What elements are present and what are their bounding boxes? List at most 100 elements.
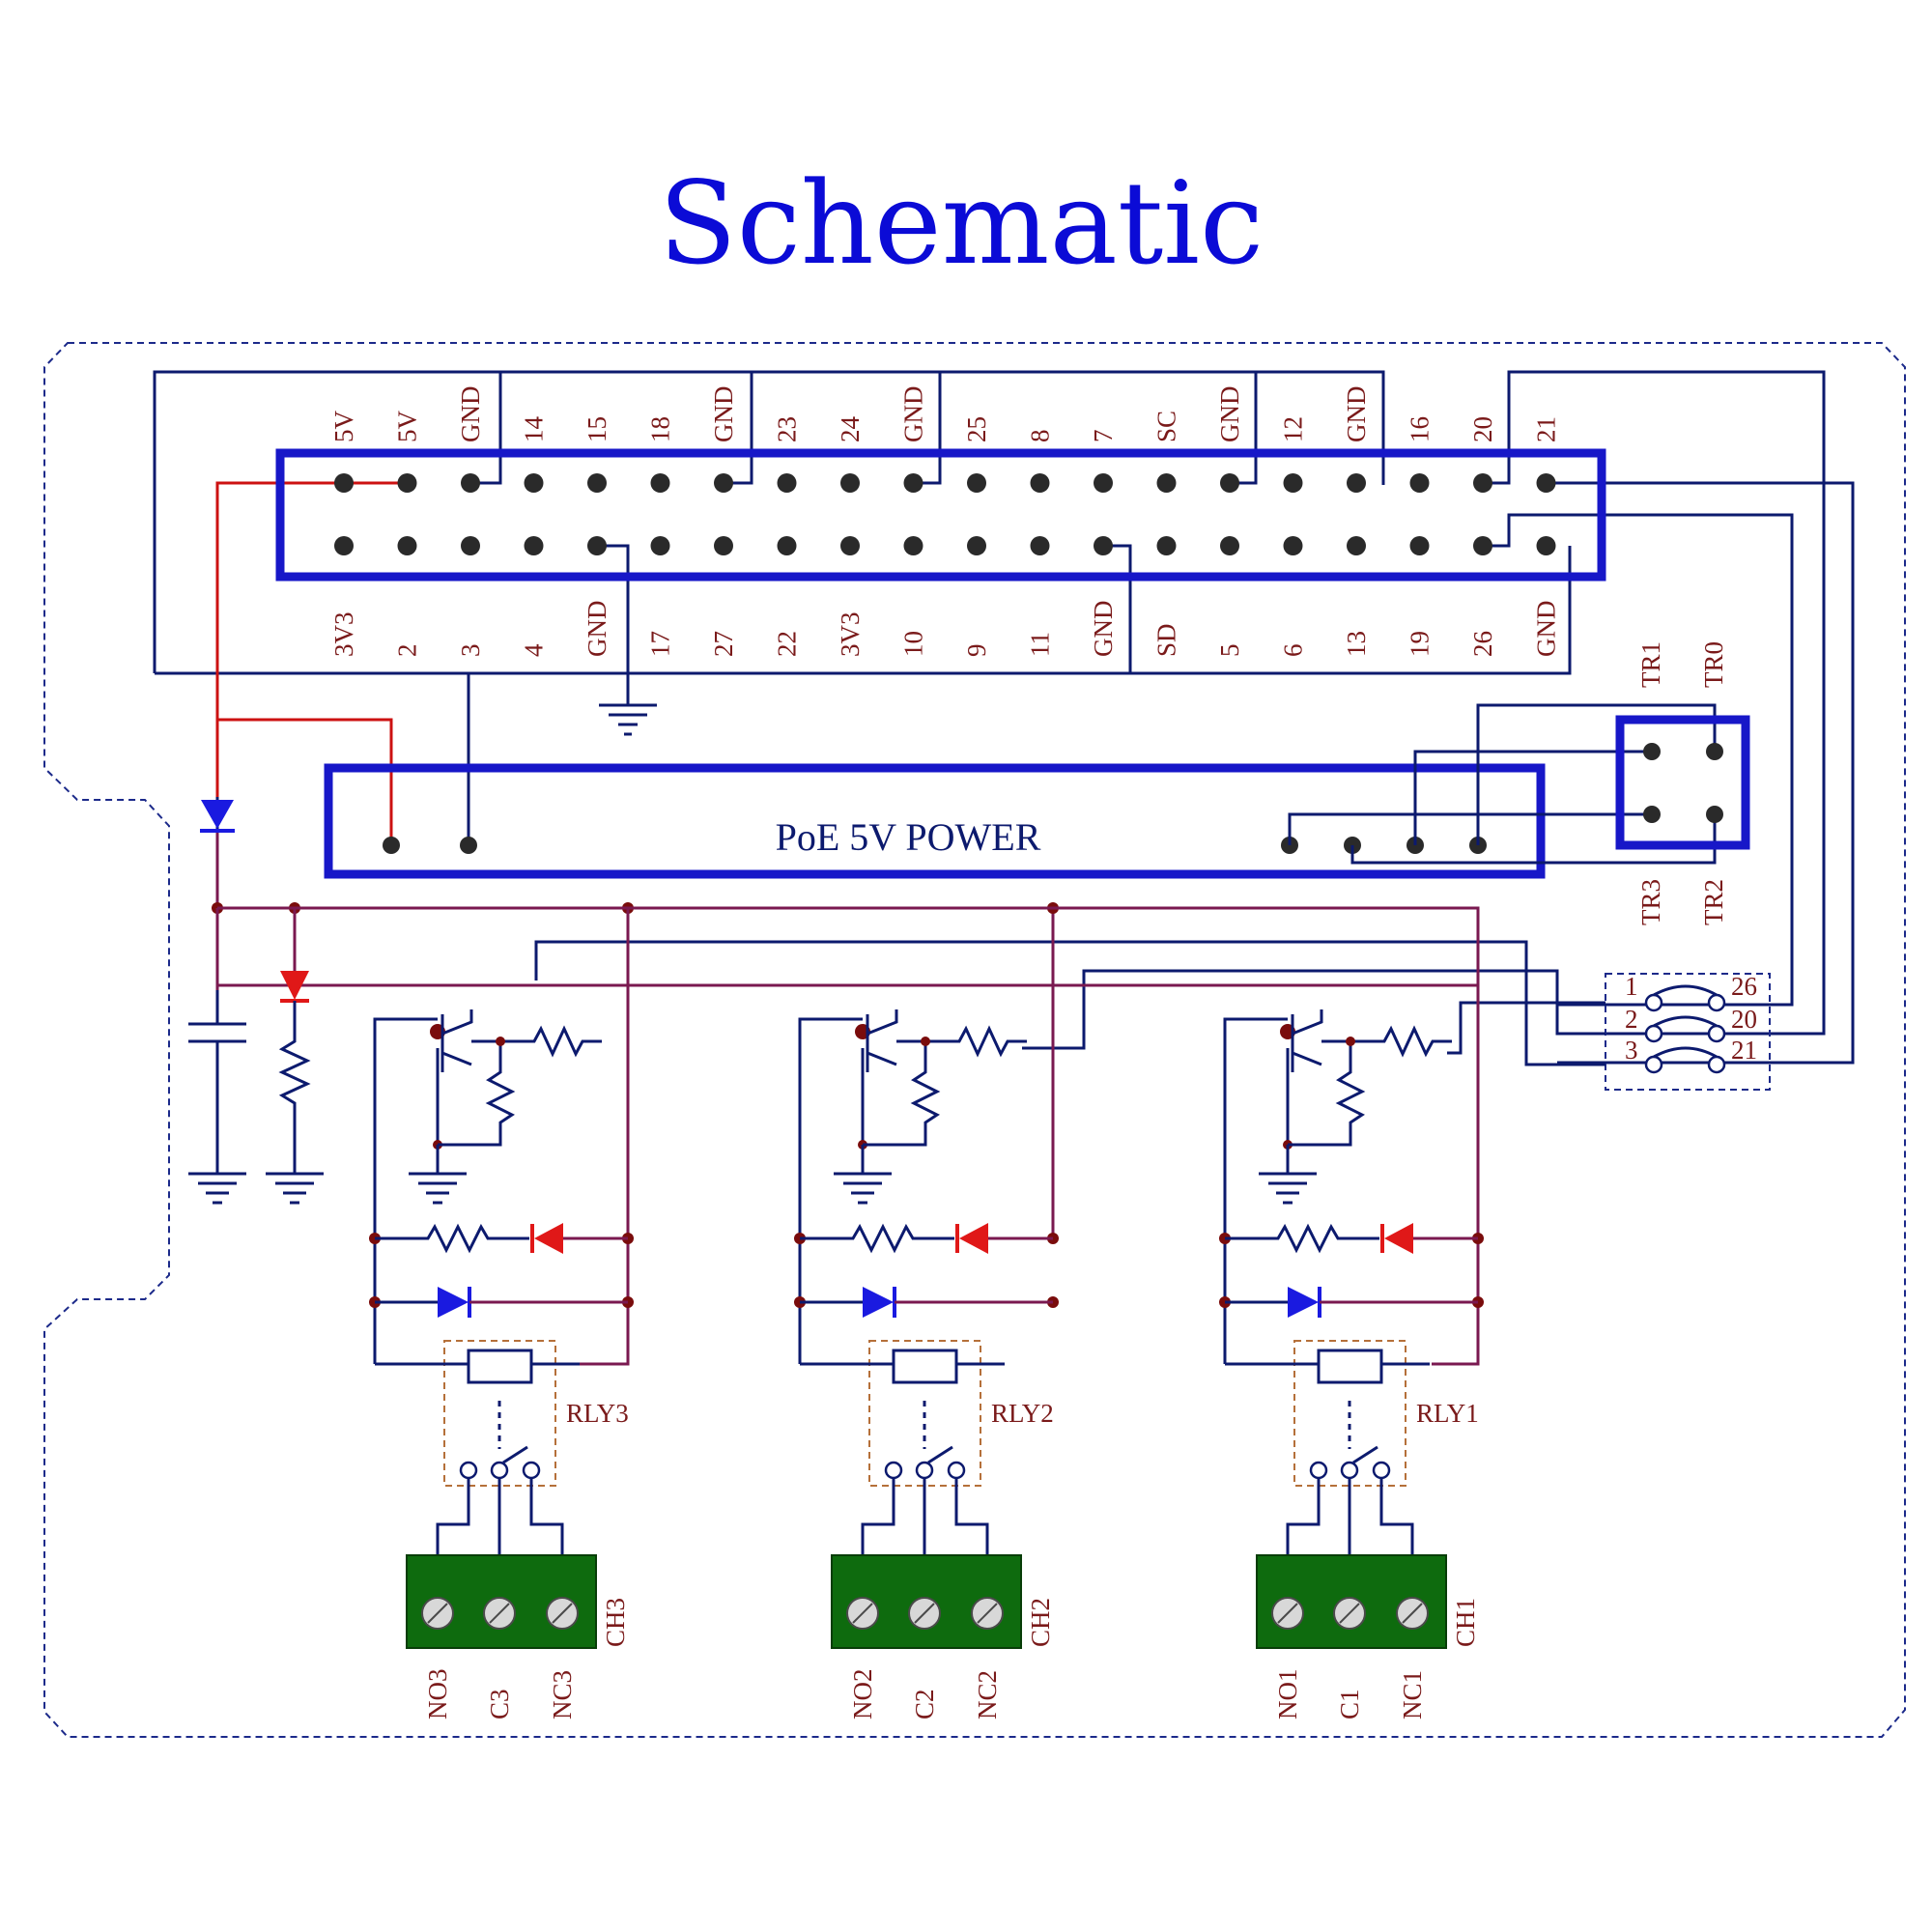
header-bottom-label: 3V3 bbox=[329, 612, 358, 658]
header-pin-top bbox=[524, 473, 544, 493]
header-pin-top bbox=[1220, 473, 1239, 493]
header-pin-bottom bbox=[1409, 536, 1430, 555]
ethernet-jack bbox=[1615, 715, 1750, 850]
header-pin-bottom bbox=[397, 536, 417, 555]
jumper-right-26: 26 bbox=[1731, 972, 1757, 1001]
terminal-label: CH3 bbox=[601, 1598, 630, 1647]
header-bottom-label: GND bbox=[1089, 601, 1118, 658]
relay-label: RLY2 bbox=[991, 1399, 1054, 1428]
header-pin-top bbox=[777, 473, 797, 493]
header-bottom-label: 11 bbox=[1026, 632, 1055, 657]
tr3-label: TR3 bbox=[1636, 879, 1665, 925]
header-bottom-label: 4 bbox=[520, 643, 549, 657]
tr2-label: TR2 bbox=[1699, 879, 1728, 925]
header-bottom-label: 17 bbox=[646, 631, 675, 657]
header-pin-top bbox=[714, 473, 733, 493]
header-pin-bottom bbox=[1220, 536, 1239, 555]
relay-label: RLY1 bbox=[1416, 1399, 1479, 1428]
led-icon bbox=[280, 971, 309, 1000]
header-top-label: 5V bbox=[329, 411, 358, 443]
tr1-label: TR1 bbox=[1636, 641, 1665, 688]
header-top-label: 15 bbox=[582, 416, 611, 442]
header-bottom-label: 2 bbox=[393, 644, 422, 658]
header-pin-bottom bbox=[714, 536, 733, 555]
gpio-header bbox=[275, 448, 1606, 582]
terminal-pin-label: NC3 bbox=[548, 1670, 577, 1719]
header-top-label: 18 bbox=[646, 416, 675, 442]
header-pin-top bbox=[1473, 473, 1492, 493]
header-wiring bbox=[153, 370, 1855, 1065]
header-bottom-label: GND bbox=[1532, 601, 1561, 658]
input-protection bbox=[188, 797, 324, 1205]
header-bottom-label: SD bbox=[1152, 623, 1181, 657]
header-pin-bottom bbox=[967, 536, 986, 555]
board-outline bbox=[43, 342, 1906, 1738]
diode-icon bbox=[1288, 1287, 1319, 1318]
header-pin-bottom bbox=[1094, 536, 1113, 555]
control-wiring bbox=[534, 940, 1605, 1066]
diode-icon bbox=[863, 1287, 894, 1318]
header-pins bbox=[334, 473, 1556, 555]
header-pin-top bbox=[967, 473, 986, 493]
jumper-right-20: 20 bbox=[1731, 1005, 1757, 1034]
terminal-pin-label: C1 bbox=[1335, 1689, 1364, 1719]
poe-label: PoE 5V POWER bbox=[776, 815, 1041, 859]
page-title: Schematic bbox=[659, 156, 1264, 290]
header-bottom-label: 9 bbox=[962, 644, 991, 658]
relay-coil bbox=[467, 1349, 533, 1384]
header-pin-top bbox=[1536, 473, 1556, 493]
header-top-label: 23 bbox=[773, 416, 802, 442]
header-pin-bottom bbox=[461, 536, 480, 555]
header-bottom-label: 27 bbox=[709, 631, 738, 657]
header-pin-top bbox=[334, 473, 354, 493]
jumper-left-1: 1 bbox=[1625, 972, 1638, 1001]
header-pin-bottom bbox=[1536, 536, 1556, 555]
header-bottom-label: 13 bbox=[1342, 631, 1371, 657]
poe-module bbox=[324, 763, 1546, 879]
header-top-label: 24 bbox=[836, 416, 865, 443]
led-icon bbox=[959, 1223, 988, 1254]
header-top-label: 14 bbox=[520, 416, 549, 443]
jumper-pins bbox=[1644, 984, 1726, 1074]
header-bottom-label: 3 bbox=[456, 644, 485, 658]
header-pin-bottom bbox=[587, 536, 607, 555]
terminal-pin-label: NO3 bbox=[423, 1669, 452, 1720]
terminal-pin-label: C2 bbox=[910, 1689, 939, 1719]
diode-icon bbox=[201, 800, 234, 829]
header-pin-bottom bbox=[334, 536, 354, 555]
terminal-pin-label: NC1 bbox=[1398, 1670, 1427, 1719]
header-pin-bottom bbox=[1156, 536, 1177, 555]
terminal-pin-label: C3 bbox=[485, 1689, 514, 1719]
header-bottom-label: 10 bbox=[899, 631, 928, 657]
header-pin-top bbox=[1094, 473, 1113, 493]
header-top-label: SC bbox=[1152, 411, 1181, 442]
header-pin-top bbox=[840, 473, 860, 493]
header-bottom-label: 6 bbox=[1279, 644, 1308, 658]
header-top-label: 21 bbox=[1532, 416, 1561, 442]
header-pin-bottom bbox=[840, 536, 860, 555]
header-top-label: 8 bbox=[1026, 430, 1055, 443]
header-pin-top bbox=[461, 473, 480, 493]
header-top-label: GND bbox=[899, 386, 928, 443]
poe-transformer-wiring bbox=[1288, 703, 1717, 865]
header-pin-top bbox=[903, 473, 923, 493]
terminal-pin-label: NO2 bbox=[848, 1669, 877, 1720]
header-pin-top bbox=[587, 473, 607, 493]
header-bottom-label: 26 bbox=[1468, 631, 1497, 657]
header-top-label: 7 bbox=[1089, 430, 1118, 443]
header-pin-bottom bbox=[903, 536, 923, 555]
header-pin-top bbox=[1030, 473, 1050, 493]
header-top-label: 25 bbox=[962, 416, 991, 442]
terminal-label: CH1 bbox=[1451, 1598, 1480, 1647]
terminal-pin-label: NC2 bbox=[973, 1670, 1002, 1719]
header-bottom-label: 3V3 bbox=[836, 612, 865, 658]
header-pin-bottom bbox=[1473, 536, 1492, 555]
terminal-pin-label: NO1 bbox=[1273, 1669, 1302, 1720]
header-pin-top bbox=[1283, 473, 1303, 493]
